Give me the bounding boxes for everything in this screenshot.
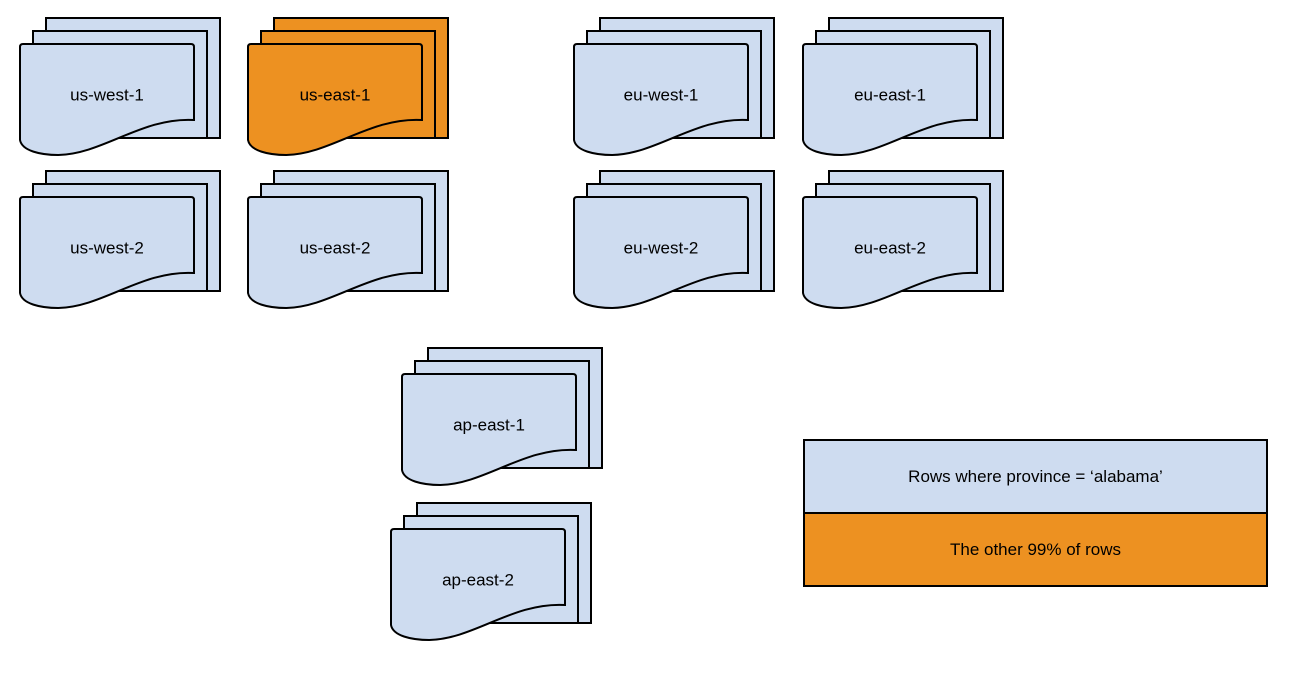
- stack-sheet-front: [247, 43, 423, 157]
- stack-label-us-east-1: us-east-1: [300, 85, 371, 104]
- document-stack-us-west-1[interactable]: us-west-1: [19, 17, 221, 157]
- stack-sheet-front: [19, 43, 195, 157]
- document-stack-eu-east-1[interactable]: eu-east-1: [802, 17, 1004, 157]
- stack-group-layer: us-west-1 us-east-1 eu-west-1 eu-east-1 us-w…: [19, 17, 1004, 642]
- legend-row-alabama: [803, 439, 1268, 514]
- document-stack-us-east-1[interactable]: us-east-1: [247, 17, 449, 157]
- legend-row-other: [803, 512, 1268, 587]
- stack-sheet-front: [19, 196, 195, 310]
- document-stack-ap-east-2[interactable]: ap-east-2: [390, 502, 592, 642]
- stack-sheet-front: [247, 196, 423, 310]
- stack-label-ap-east-2: ap-east-2: [442, 570, 514, 589]
- document-stack-ap-east-1[interactable]: ap-east-1: [401, 347, 603, 487]
- stack-label-ap-east-1: ap-east-1: [453, 415, 525, 434]
- stack-label-eu-east-1: eu-east-1: [854, 85, 926, 104]
- stack-sheet-front: [802, 196, 978, 310]
- document-stack-eu-west-1[interactable]: eu-west-1: [573, 17, 775, 157]
- legend-group: Rows where province = ‘alabama’ The other…: [803, 439, 1268, 587]
- stack-label-eu-east-2: eu-east-2: [854, 238, 926, 257]
- stack-sheet-front: [802, 43, 978, 157]
- document-stack-us-east-2[interactable]: us-east-2: [247, 170, 449, 310]
- stack-label-us-west-2: us-west-2: [70, 238, 144, 257]
- document-stack-eu-west-2[interactable]: eu-west-2: [573, 170, 775, 310]
- stack-label-eu-west-2: eu-west-2: [624, 238, 699, 257]
- legend-outer-border: [803, 439, 1268, 587]
- legend-row-alabama-label: Rows where province = ‘alabama’: [908, 467, 1163, 486]
- stack-label-us-east-2: us-east-2: [300, 238, 371, 257]
- legend-row-other-label: The other 99% of rows: [950, 540, 1121, 559]
- stack-label-us-west-1: us-west-1: [70, 85, 144, 104]
- stack-label-eu-west-1: eu-west-1: [624, 85, 699, 104]
- stack-sheet-front: [401, 373, 577, 487]
- document-stack-eu-east-2[interactable]: eu-east-2: [802, 170, 1004, 310]
- stack-sheet-front: [573, 196, 749, 310]
- stack-sheet-front: [573, 43, 749, 157]
- document-stack-us-west-2[interactable]: us-west-2: [19, 170, 221, 310]
- stack-sheet-front: [390, 528, 566, 642]
